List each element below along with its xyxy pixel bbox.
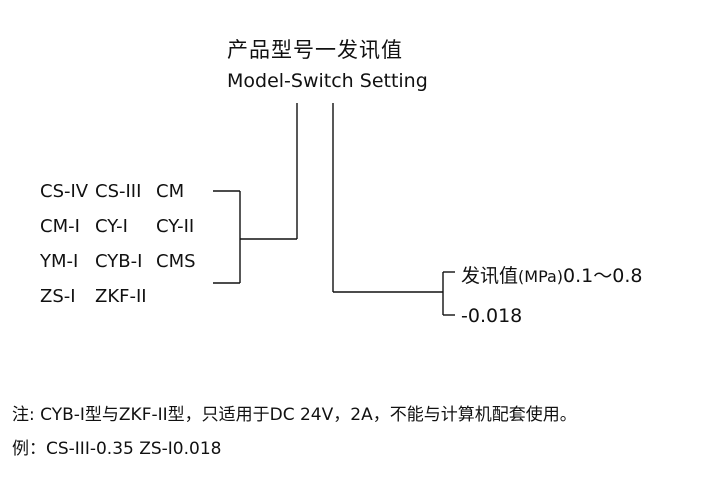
model-item: CS-III	[95, 181, 142, 202]
model-item: CS-IV	[40, 181, 89, 202]
model-item: CM	[156, 181, 185, 202]
model-item: CM-I	[40, 216, 80, 237]
model-item: CY-II	[156, 216, 195, 237]
title-english: Model-Switch Setting	[227, 70, 428, 92]
model-item: CY-I	[95, 216, 128, 237]
setting-label: 发讯值	[461, 265, 519, 287]
setting-unit: (MPa)	[518, 267, 564, 286]
title-chinese: 产品型号一发讯值	[227, 38, 403, 62]
model-item: CYB-I	[95, 251, 143, 272]
setting-option-2: -0.018	[461, 305, 523, 327]
model-item: CMS	[156, 251, 196, 272]
setting-range-line: 发讯值(MPa)0.1～0.8	[461, 261, 642, 288]
model-item: YM-I	[40, 251, 79, 272]
note-text: 注: CYB-I型与ZKF-II型，只适用于DC 24V，2A，不能与计算机配套…	[12, 405, 577, 425]
setting-range: 0.1～0.8	[563, 265, 643, 287]
model-item: ZKF-II	[95, 286, 147, 307]
example-text: 例：CS-III-0.35 ZS-I0.018	[12, 439, 222, 459]
model-item: ZS-I	[40, 286, 76, 307]
